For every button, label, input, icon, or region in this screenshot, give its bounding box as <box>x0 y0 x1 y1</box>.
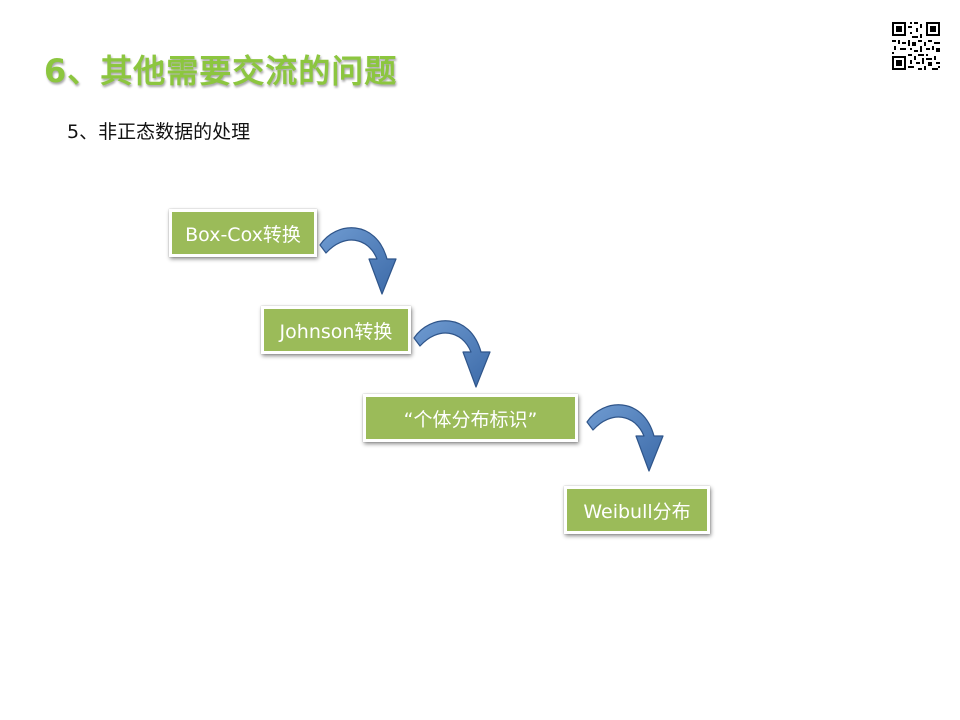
step-box-individual-distribution: “个体分布标识” <box>363 394 578 442</box>
step-label-individual-distribution: “个体分布标识” <box>403 408 538 431</box>
slide-title: 6、其他需要交流的问题 <box>44 52 398 90</box>
step-label-box-cox: Box-Cox转换 <box>185 223 301 246</box>
qr-code-icon <box>890 20 942 72</box>
step-box-box-cox: Box-Cox转换 <box>169 209 317 257</box>
step-box-weibull: Weibull分布 <box>564 486 710 534</box>
step-label-johnson: Johnson转换 <box>279 320 393 343</box>
curved-arrow-icon-1 <box>319 227 397 295</box>
step-label-weibull: Weibull分布 <box>583 500 691 523</box>
curved-arrow-icon-3 <box>586 404 664 472</box>
curved-arrow-icon-2 <box>413 320 491 388</box>
step-box-johnson: Johnson转换 <box>261 306 411 354</box>
slide-subtitle: 5、非正态数据的处理 <box>67 121 251 143</box>
